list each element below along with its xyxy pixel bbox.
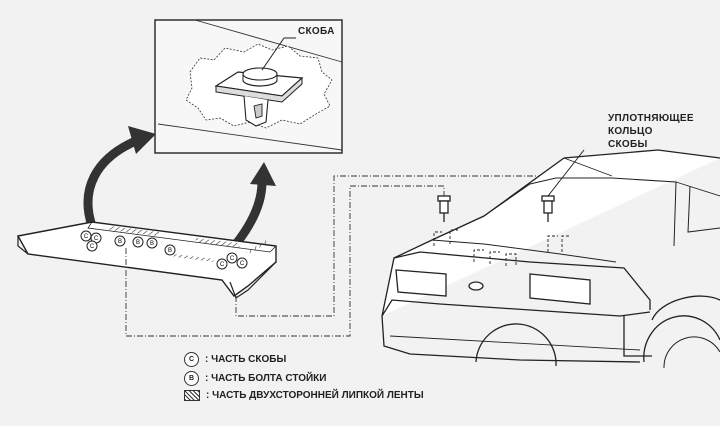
seal-ring-label: УПЛОТНЯЮЩЕЕ КОЛЬЦО СКОБЫ (608, 112, 694, 151)
clip-marker: C (216, 258, 228, 270)
svg-text:C: C (90, 244, 95, 250)
clip-label: СКОБА (298, 26, 335, 37)
clip-symbol: C (184, 352, 199, 367)
svg-text:B: B (118, 239, 122, 245)
legend-tape: : ЧАСТЬ ДВУХСТОРОННЕЙ ЛИПКОЙ ЛЕНТЫ (184, 390, 424, 401)
clip-marker: C (86, 240, 98, 252)
car-rear-view (381, 149, 720, 369)
part-markers: C C C B B B B C C C (80, 230, 248, 270)
adhesive-tape-strip (173, 253, 214, 262)
bolt-marker: B (146, 237, 158, 249)
bolt-marker: B (114, 235, 126, 247)
svg-text:B: B (136, 240, 140, 246)
legend-clip: C : ЧАСТЬ СКОБЫ (184, 352, 286, 367)
legend-bolt-text: : ЧАСТЬ БОЛТА СТОЙКИ (205, 373, 327, 384)
svg-text:C: C (240, 261, 245, 267)
svg-text:C: C (220, 262, 225, 268)
adhesive-tape-strip (246, 240, 269, 255)
curved-arrow-right (232, 162, 276, 247)
clip-detail-inset (154, 19, 343, 154)
seal-ring-label-line: КОЛЬЦО (608, 126, 653, 137)
clip-icon (214, 67, 304, 127)
adhesive-tape-strip (109, 226, 160, 237)
clip-marker: C (226, 252, 238, 264)
svg-text:C: C (84, 234, 89, 240)
svg-text:C: C (230, 256, 235, 262)
clip-marker: C (236, 257, 248, 269)
bolt-marker: B (164, 244, 176, 256)
curved-arrow-left (83, 126, 156, 228)
seal-ring-label-line: УПЛОТНЯЮЩЕЕ (608, 113, 694, 124)
svg-text:C: C (94, 236, 99, 242)
bolt-marker: B (132, 236, 144, 248)
adhesive-tape-strip (195, 238, 240, 248)
legend-bolt: B : ЧАСТЬ БОЛТА СТОЙКИ (184, 371, 326, 386)
clip-marker: C (80, 230, 92, 242)
svg-text:B: B (168, 248, 172, 254)
legend-tape-text: : ЧАСТЬ ДВУХСТОРОННЕЙ ЛИПКОЙ ЛЕНТЫ (206, 390, 424, 401)
legend-clip-text: : ЧАСТЬ СКОБЫ (205, 354, 287, 365)
seal-ring-icon (541, 195, 555, 222)
seal-ring-icon (437, 195, 451, 222)
bolt-symbol: B (184, 371, 199, 386)
seal-ring-label-line: СКОБЫ (608, 139, 648, 150)
svg-text:B: B (150, 241, 154, 247)
rear-spoiler (16, 221, 277, 299)
hatch-icon (184, 390, 200, 401)
